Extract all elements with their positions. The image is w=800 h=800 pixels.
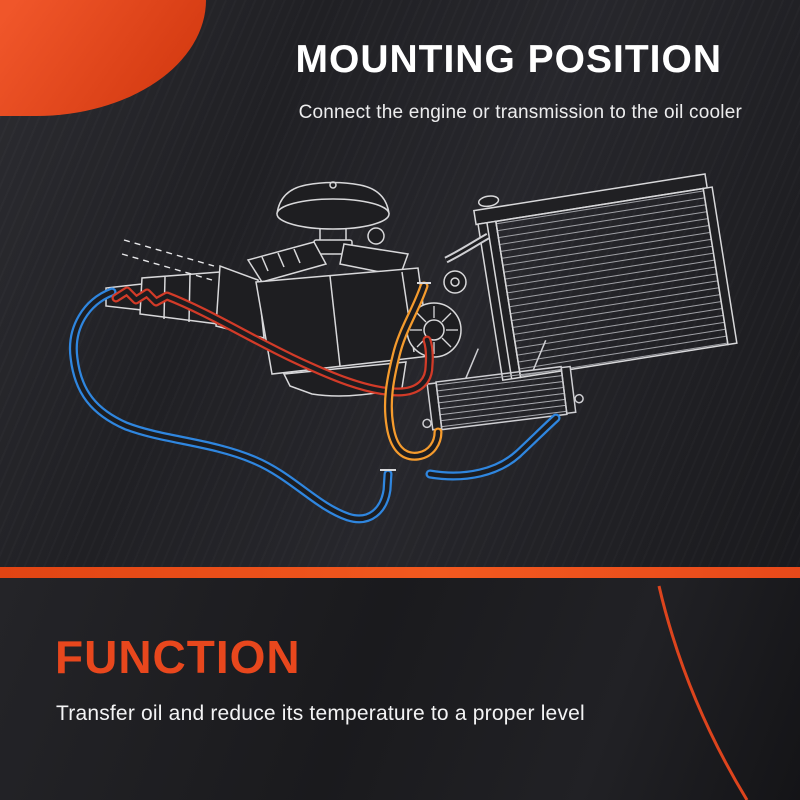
orange-divider-band: [0, 567, 800, 578]
function-description: Transfer oil and reduce its temperature …: [56, 702, 585, 725]
page-title: MOUNTING POSITION: [295, 38, 722, 81]
page-subtitle: Connect the engine or transmission to th…: [298, 102, 742, 123]
oil-cooler-illustration: [422, 340, 584, 431]
red-hose: [111, 286, 434, 397]
header: MOUNTING POSITION: [295, 38, 723, 81]
callout-dashed-lines: [121, 239, 215, 281]
mounting-position-diagram: [0, 140, 800, 570]
hose-fittings: [380, 282, 431, 471]
function-title: FUNCTION: [55, 631, 301, 683]
orange-hose: [383, 281, 443, 461]
alternator-pulley: [443, 270, 467, 294]
diagram-svg: [68, 173, 738, 524]
radiator-illustration: [473, 173, 738, 382]
blue-hose: [68, 287, 561, 524]
orange-arc-accent: [657, 585, 749, 800]
radiator-cap: [477, 195, 500, 208]
distributor: [367, 227, 385, 245]
